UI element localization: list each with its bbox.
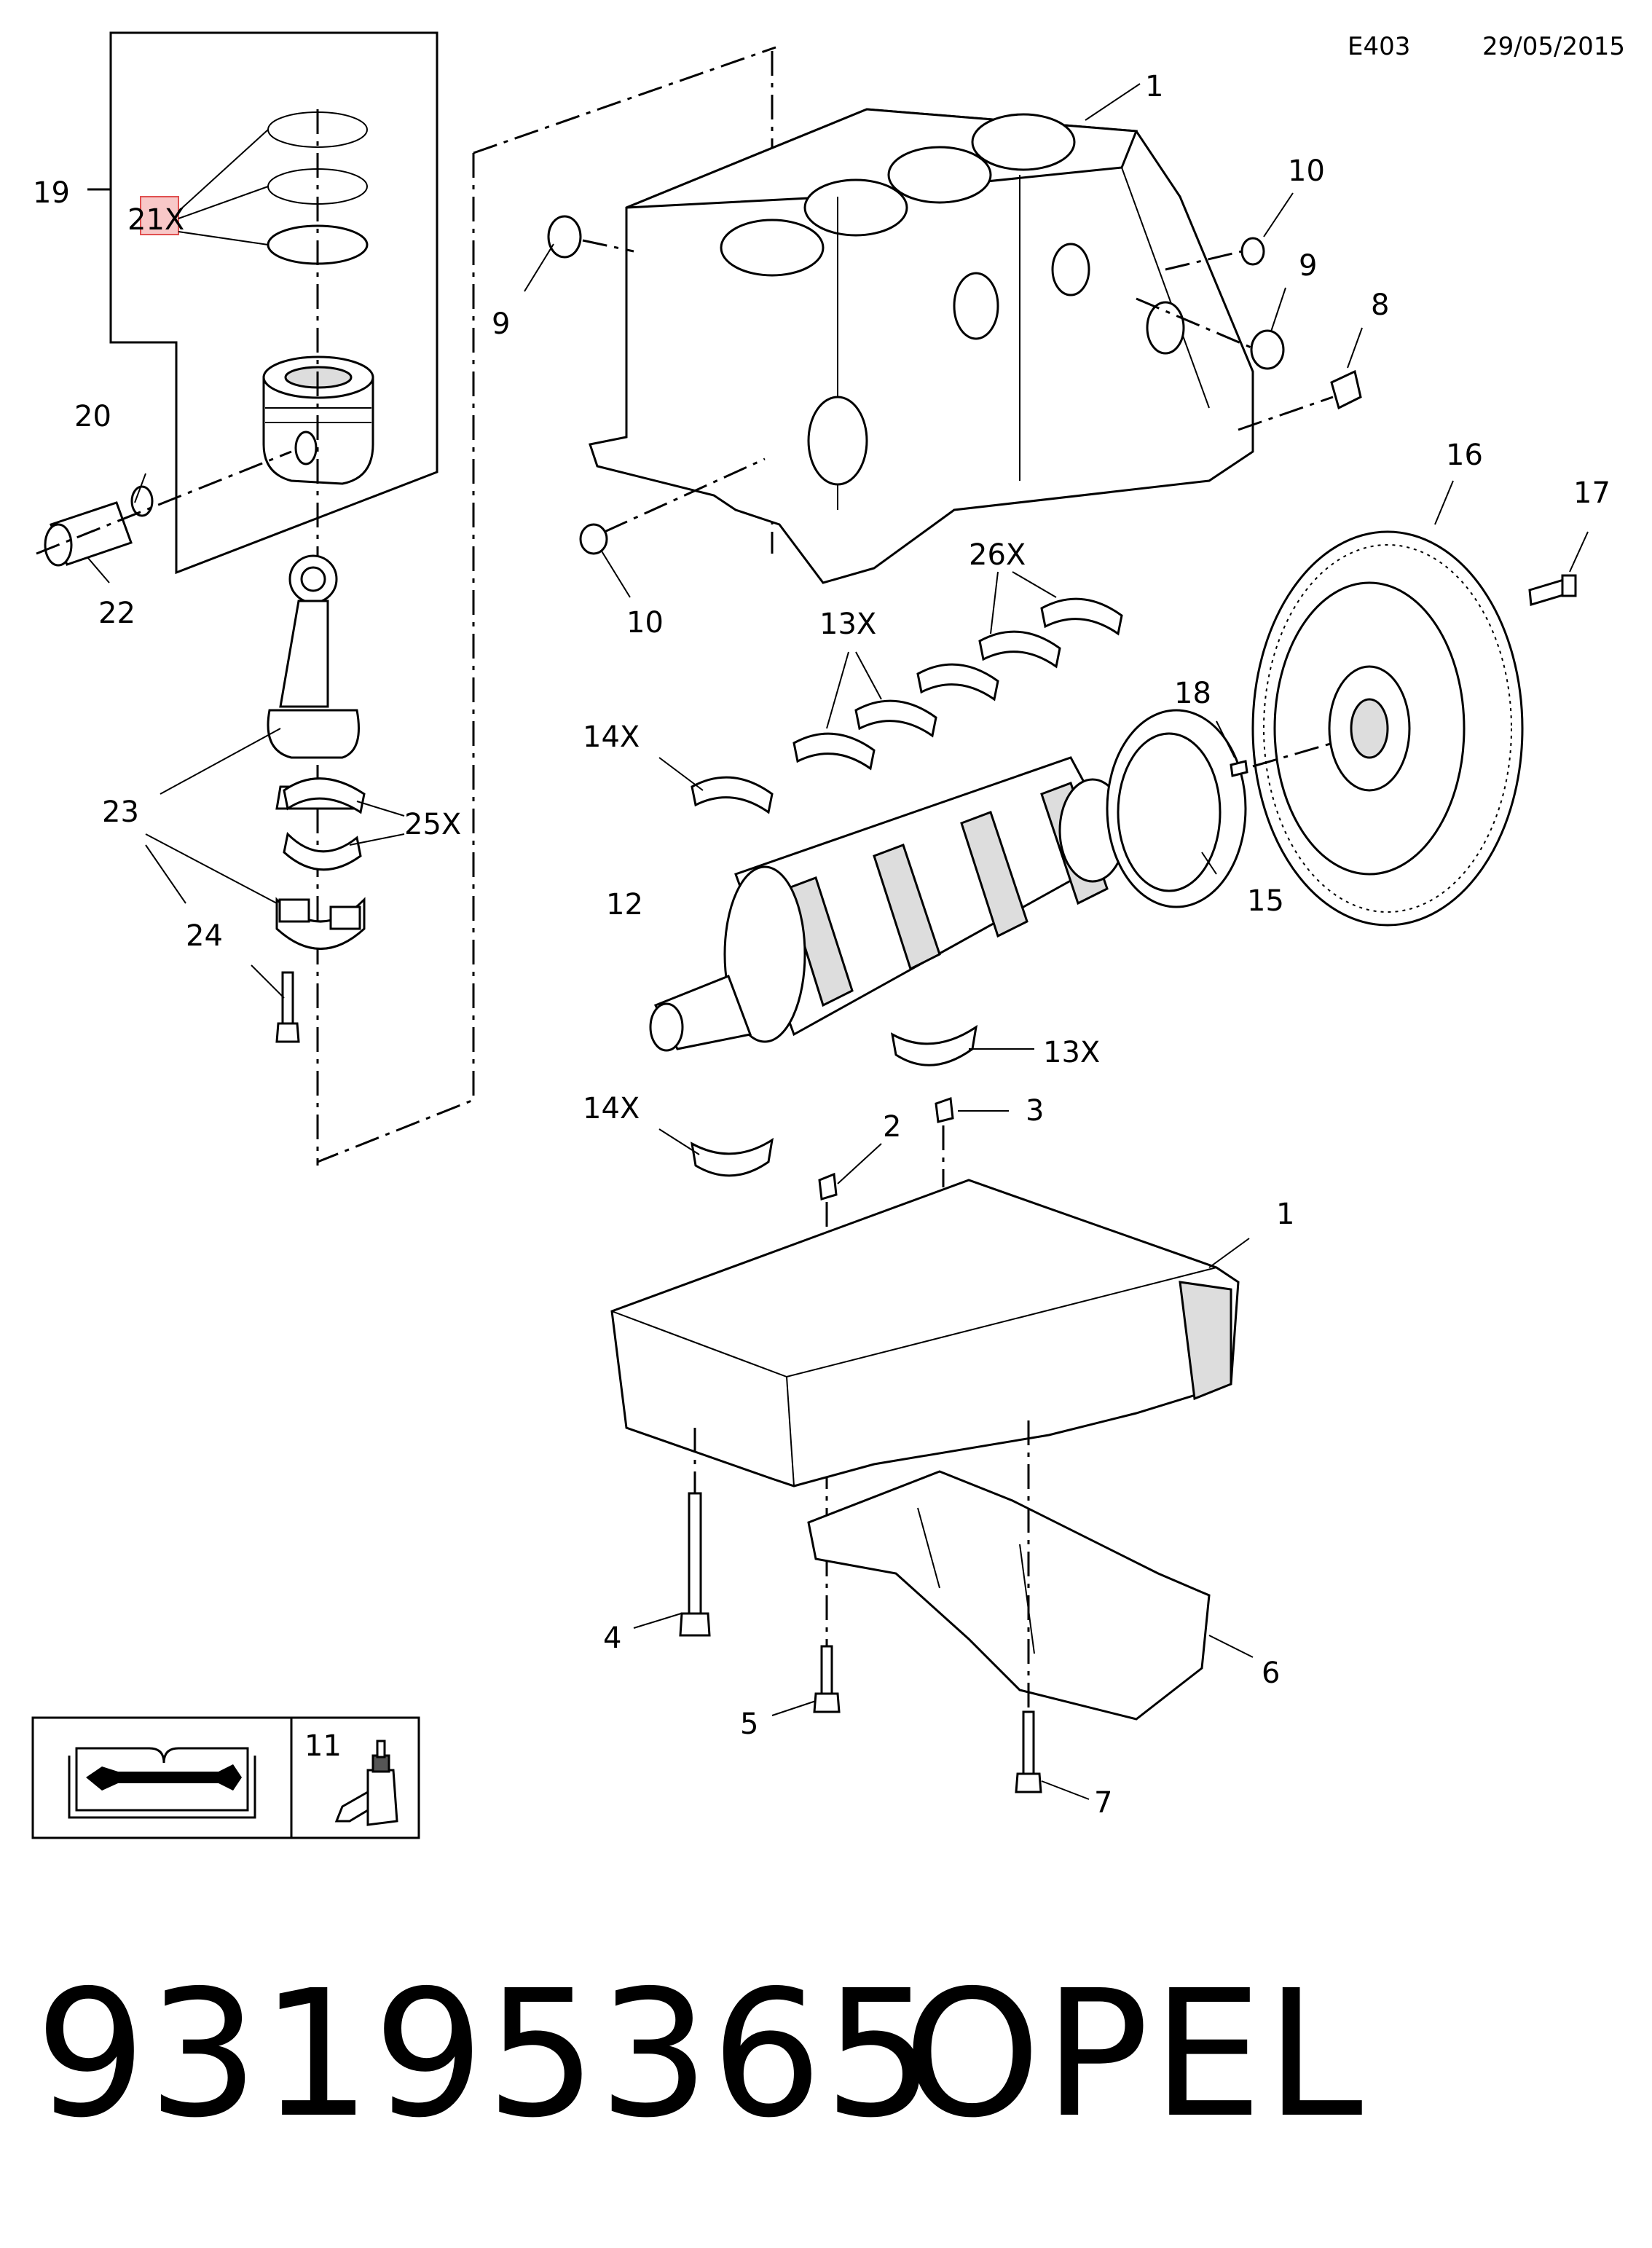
flywheel-bolt (1528, 574, 1577, 606)
callout-1-bedplate: 1 (1276, 1198, 1294, 1231)
brand-name: OPEL (903, 1952, 1366, 2156)
callout-20: 20 (74, 400, 111, 433)
callout-8: 8 (1371, 288, 1389, 322)
callout-24: 24 (186, 919, 223, 953)
callout-21x: 21X (127, 203, 184, 237)
piston-pin (44, 485, 154, 567)
rod-bearing-shells (283, 777, 366, 871)
dowel-pin (1230, 760, 1248, 777)
callout-22: 22 (98, 597, 135, 630)
callout-5: 5 (740, 1707, 758, 1741)
dowel-3 (935, 1096, 954, 1123)
callout-13x-upper: 13X (819, 608, 876, 641)
diagram-code: E403 (1348, 32, 1410, 61)
oil-baffle (807, 1470, 1211, 1721)
book-wrench-icon (68, 1747, 256, 1819)
dowel-sleeve (1330, 369, 1362, 410)
callout-11: 11 (304, 1729, 342, 1763)
callout-4: 4 (603, 1622, 621, 1655)
callout-12: 12 (606, 888, 643, 921)
callout-1-block: 1 (1145, 70, 1163, 103)
callout-16: 16 (1446, 439, 1483, 472)
callout-6: 6 (1262, 1656, 1280, 1690)
seal-plug (1250, 329, 1285, 370)
flywheel (1251, 530, 1524, 927)
bolt-4 (679, 1492, 711, 1637)
sealant-tube-icon (334, 1740, 398, 1826)
plug-upper (1240, 237, 1265, 266)
callout-3: 3 (1026, 1094, 1044, 1128)
plug-lower (579, 523, 608, 555)
crankshaft (649, 756, 1127, 1052)
connecting-rod (267, 554, 360, 810)
core-plug (547, 215, 582, 259)
dowel-2 (818, 1172, 838, 1200)
bedplate (610, 1179, 1240, 1487)
callout-10-upper: 10 (1288, 154, 1325, 188)
thrust-bearing-lower (691, 1137, 774, 1177)
callout-2: 2 (883, 1110, 901, 1144)
highlight-marker (140, 196, 179, 235)
bolt-7 (1015, 1710, 1042, 1793)
main-bearings-upper (691, 597, 1123, 814)
rod-bolt (275, 971, 300, 1043)
cylinder-block (589, 108, 1254, 584)
callout-14x-upper: 14X (583, 720, 640, 754)
callout-14x-lower: 14X (583, 1092, 640, 1125)
callout-9-left: 9 (492, 307, 510, 341)
callout-13x-lower: 13X (1043, 1036, 1100, 1069)
callout-25x: 25X (404, 808, 461, 841)
piston (262, 355, 374, 485)
callout-18: 18 (1174, 677, 1211, 710)
callout-19: 19 (33, 176, 70, 210)
rear-main-seal (1106, 709, 1247, 908)
callout-23: 23 (102, 795, 139, 829)
rod-cap (275, 897, 366, 950)
main-bearing-lower (890, 1024, 978, 1066)
bolt-5 (813, 1645, 841, 1713)
callout-7: 7 (1094, 1786, 1112, 1820)
legend-box (31, 1716, 420, 1839)
callout-9-right: 9 (1299, 249, 1317, 283)
callout-15: 15 (1247, 884, 1284, 918)
callout-26x: 26X (969, 538, 1026, 572)
part-number: 93195365 (35, 1952, 937, 2156)
callout-10-lower: 10 (626, 606, 664, 640)
diagram-date: 29/05/2015 (1482, 32, 1625, 61)
piston-group-frame (109, 31, 438, 575)
callout-17: 17 (1573, 476, 1610, 510)
